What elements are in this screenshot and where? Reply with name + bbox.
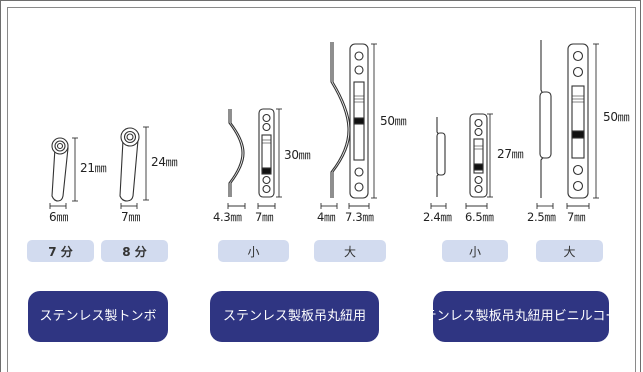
category-vinyl-line1: ステンレス製板吊 [410,308,515,324]
plate-large-plate-illustration [349,43,369,199]
plate-small-height-dimension [276,108,282,198]
plate-small-wire-illustration [228,109,245,197]
category-button-plate-round-cord[interactable]: ステンレス製板吊 丸紐用 [210,291,379,342]
category-vinyl-line2: 丸紐用ビニルコート [514,308,632,324]
tonbo-8-height-label: 24㎜ [151,155,178,169]
plate-large-width-dimensions [320,203,370,209]
product-panel [7,7,636,372]
vinyl-large-width-dimensions [536,203,590,209]
plate-small-plate-illustration [258,108,275,198]
tonbo-7-width-label: 6㎜ [49,210,69,224]
tonbo-7-height-dimension [72,137,78,202]
vinyl-large-hanger-width-label: 2.5㎜ [527,210,556,224]
vinyl-small-height-label: 27㎜ [497,147,524,161]
category-tonbo-line2: トンボ [117,308,157,324]
vinyl-small-width-dimensions [430,203,488,209]
tonbo-8-width-label: 7㎜ [121,210,141,224]
category-button-plate-vinyl-coat[interactable]: ステンレス製板吊 丸紐用ビニルコート [411,291,631,342]
plate-small-hanger-width-label: 4.3㎜ [213,210,242,224]
tonbo-8-width-dimension [120,203,138,209]
vinyl-large-height-label: 50㎜ [603,110,630,124]
size-button-vinyl-large[interactable]: 大 [536,240,603,262]
plate-large-height-label: 50㎜ [380,114,407,128]
tonbo-8-illustration [119,127,140,202]
size-button-vinyl-small[interactable]: 小 [442,240,508,262]
size-button-plate-large[interactable]: 大 [314,240,386,262]
size-button-plate-small[interactable]: 小 [218,240,289,262]
vinyl-small-wire-illustration [436,117,446,197]
vinyl-large-wire-illustration [539,40,552,198]
tonbo-7-height-label: 21㎜ [80,161,107,175]
plate-large-wire-illustration [330,42,351,198]
vinyl-large-plate-illustration [567,43,589,199]
size-button-7bu[interactable]: 7 分 [27,240,94,262]
vinyl-large-height-dimension [593,43,599,199]
plate-small-plate-width-label: 7㎜ [255,210,274,224]
vinyl-large-plate-width-label: 7㎜ [567,210,586,224]
vinyl-small-plate-width-label: 6.5㎜ [465,210,494,224]
tonbo-7-width-dimension [49,203,67,209]
plate-large-hanger-width-label: 4㎜ [317,210,336,224]
plate-large-plate-width-label: 7.3㎜ [345,210,374,224]
category-plate-line2: 丸紐用 [327,308,367,324]
vinyl-small-hanger-width-label: 2.4㎜ [423,210,452,224]
plate-large-height-dimension [371,43,377,199]
tonbo-7-illustration [51,137,69,202]
category-plate-line1: ステンレス製板吊 [222,308,327,324]
category-tonbo-line1: ステンレス製 [39,308,118,324]
vinyl-small-plate-illustration [469,113,488,198]
size-button-8bu[interactable]: 8 分 [101,240,168,262]
vinyl-small-height-dimension [487,113,493,198]
category-button-tonbo[interactable]: ステンレス製 トンボ [28,291,168,342]
tonbo-8-height-dimension [143,126,149,201]
plate-small-height-label: 30㎜ [284,148,311,162]
plate-small-width-dimensions [227,203,276,209]
